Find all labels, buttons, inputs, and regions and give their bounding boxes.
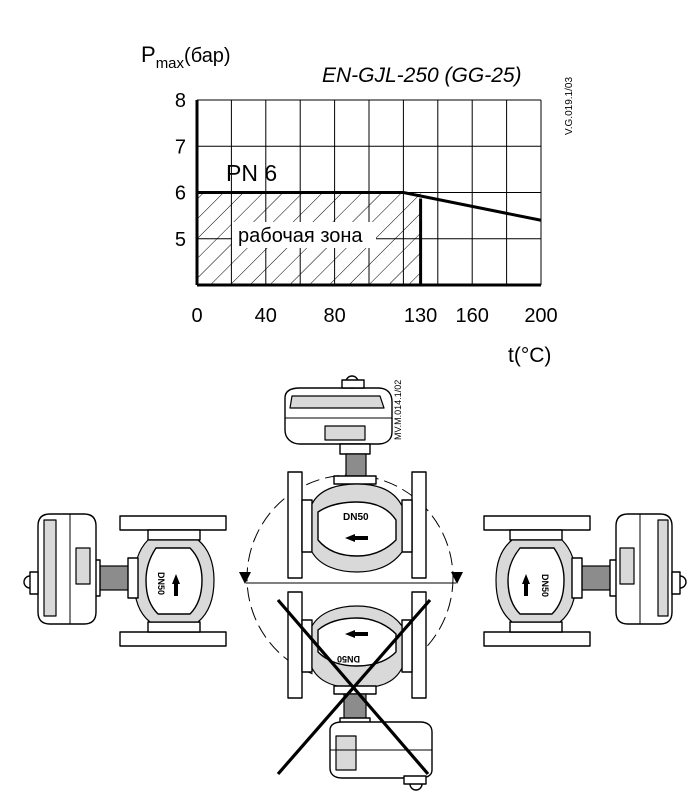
flow-arrow-icon [345,630,368,638]
flow-arrow-icon [522,574,530,596]
valve-rotated-left: DN50 [23,513,227,647]
svg-text:DN50: DN50 [156,572,166,595]
x-tick-label: 80 [323,305,345,327]
svg-text:DN50: DN50 [337,654,360,664]
y-tick-label: 5 [175,229,186,251]
x-tick-label: 200 [524,305,557,327]
x-tick-label: 160 [456,305,489,327]
pressure-temperature-chart: 0 40 80 130 160 200 5 6 7 8 Pmax(бар) EN-GJL-250… [141,42,575,367]
flow-arrow-icon [172,574,180,596]
y-axis-label: Pmax(бар) [141,42,231,72]
chart-title: EN-GJL-250 (GG-25) [322,64,522,87]
figure-doc-code: MV.M.014.1/02 [393,380,403,440]
valve-rotated-right: DN50 [483,513,687,647]
x-tick-label: 130 [404,305,437,327]
y-tick-label: 8 [175,90,186,112]
triangle-arrow-icon [451,572,463,584]
y-tick-label: 6 [175,183,186,205]
x-tick-labels: 0 40 80 130 160 200 [191,305,557,327]
y-tick-label: 7 [175,136,186,158]
x-tick-label: 40 [255,305,277,327]
svg-text:DN50: DN50 [540,574,550,597]
series-label-pn6: PN 6 [226,160,277,186]
svg-text:DN50: DN50 [343,512,369,523]
working-zone-label-bg [232,222,376,248]
x-axis-label: t(°C) [508,344,551,367]
chart-doc-code: V.G.019.1/03 [564,77,575,135]
series-line-pn6 [197,191,542,222]
valve-upright: DN50 [284,375,427,579]
mounting-positions-figure: DN50 MV.M.014.1/02 DN50 [23,375,687,791]
working-zone-label: рабочая зона [238,225,363,247]
chart-axes [195,100,541,287]
y-tick-labels: 5 6 7 8 [175,90,186,251]
triangle-arrow-icon [239,572,251,584]
x-cross-icon [276,598,432,776]
x-tick-label: 0 [191,305,202,327]
flow-arrow-icon [345,534,368,542]
